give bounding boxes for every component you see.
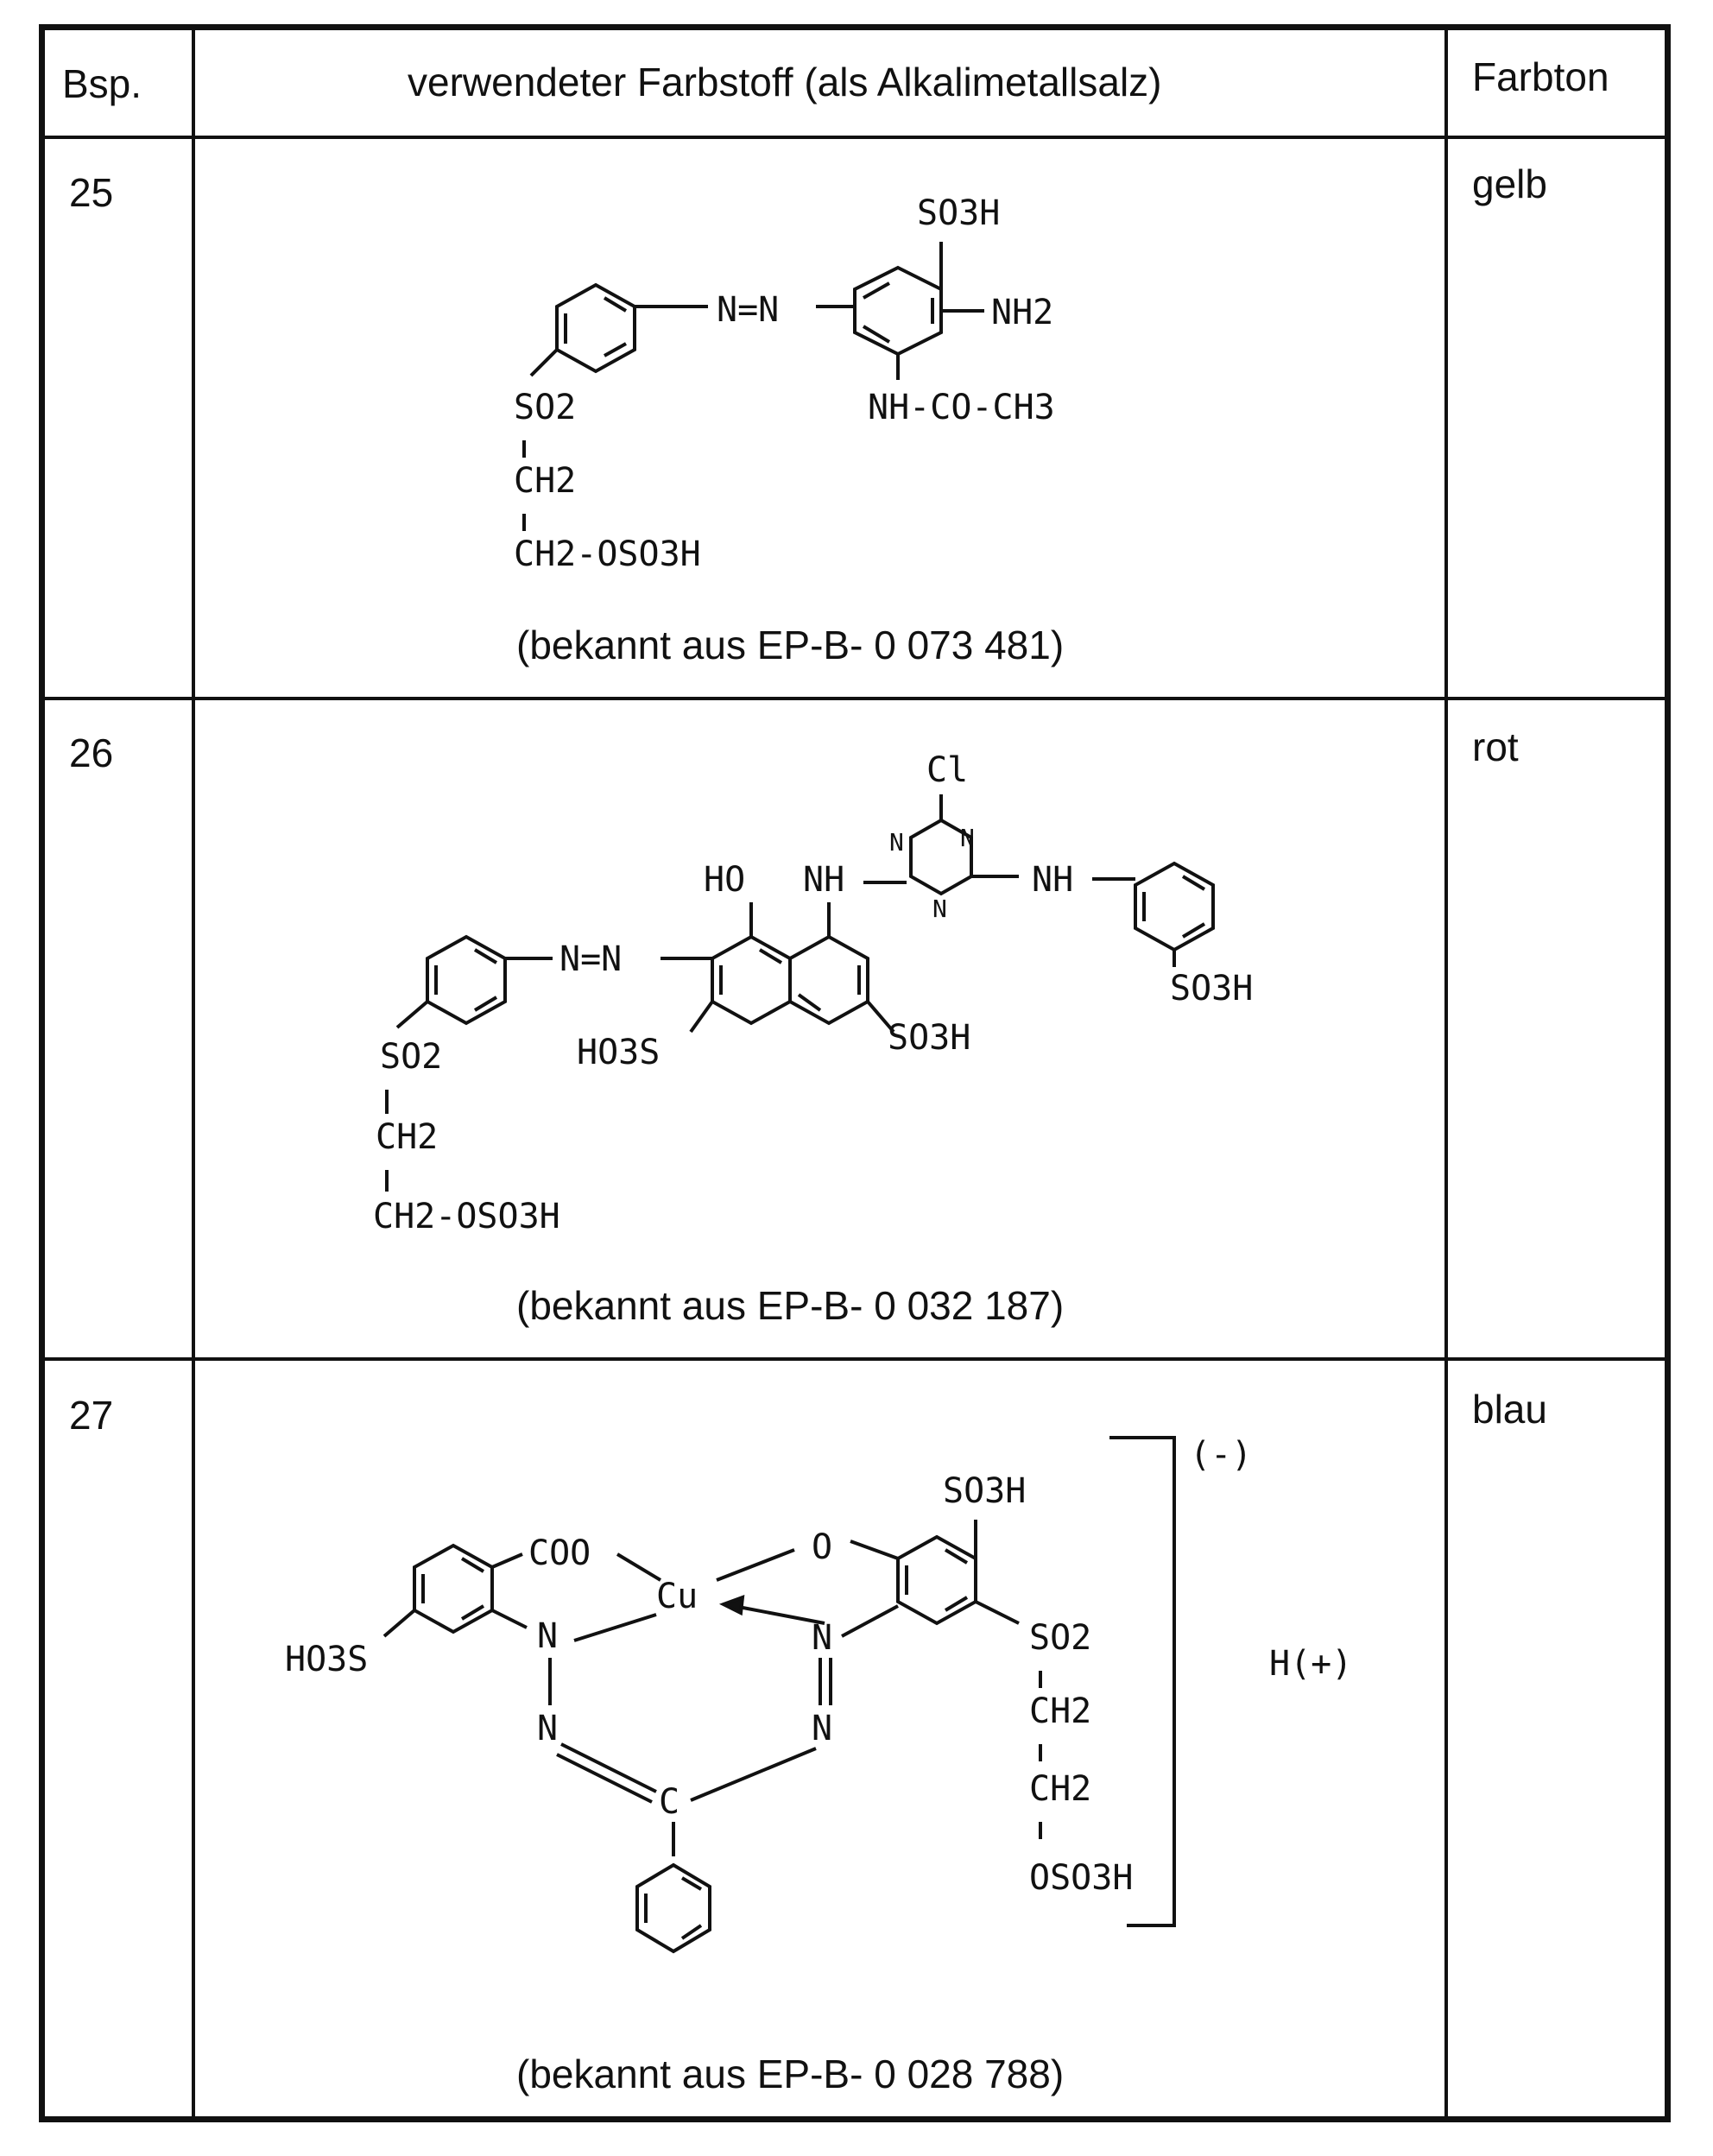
formazan-n: N bbox=[537, 1709, 558, 1748]
benzene-ring bbox=[637, 1865, 710, 1951]
carboxylate-label: COO bbox=[528, 1533, 591, 1573]
methylene-label: CH2 bbox=[1029, 1691, 1091, 1731]
counter-ion-label: H(+) bbox=[1269, 1644, 1352, 1684]
sulfo-label: SO3H bbox=[943, 1471, 1026, 1511]
benzene-ring bbox=[414, 1546, 492, 1632]
azo-n: N bbox=[537, 1616, 558, 1656]
sulfonyl-label: SO2 bbox=[1029, 1618, 1091, 1658]
sulfato-label: OSO3H bbox=[1029, 1858, 1133, 1898]
benzene-ring bbox=[898, 1537, 976, 1623]
oxy-label: O bbox=[812, 1527, 832, 1567]
charge-label: (-) bbox=[1190, 1435, 1252, 1475]
formazan-n: N bbox=[812, 1709, 832, 1748]
copper-label: Cu bbox=[656, 1577, 698, 1616]
azo-n: N bbox=[812, 1618, 832, 1658]
carbon-label: C bbox=[659, 1782, 680, 1822]
sulfo-label: HO3S bbox=[285, 1640, 368, 1679]
methylene-label: CH2 bbox=[1029, 1769, 1091, 1809]
